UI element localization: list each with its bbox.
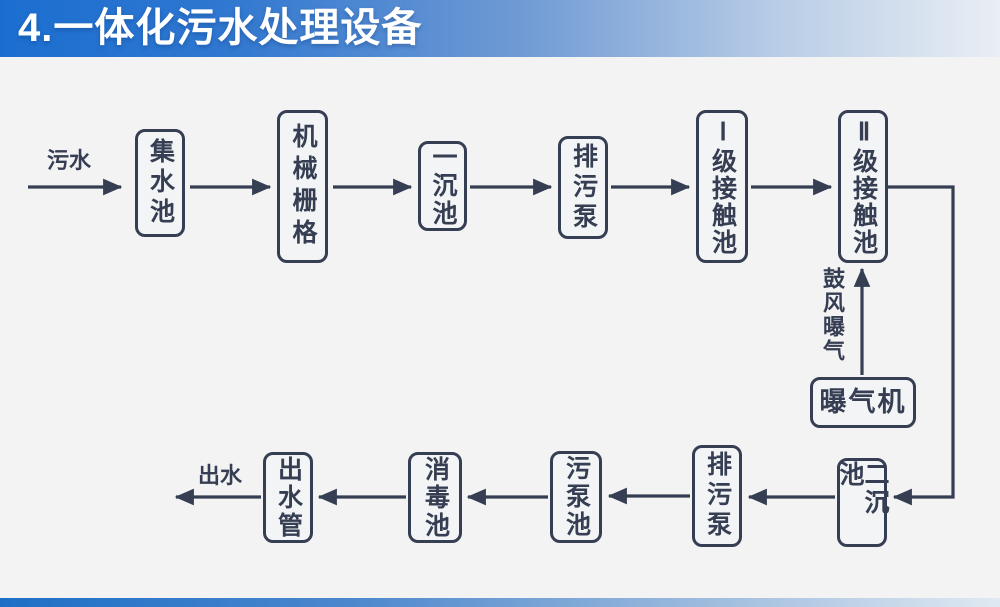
- label-outflow: 出水: [198, 463, 243, 488]
- node-label: 二沉池: [836, 461, 889, 517]
- arrow-stage2-to-secondary: [888, 185, 955, 506]
- node-label: 排污泵: [569, 142, 598, 233]
- node-secondary-sedimentation-tank: 二沉池: [836, 458, 889, 547]
- node-label: 集水池: [146, 138, 175, 228]
- node-primary-sedimentation-tank: 一沉池: [418, 141, 467, 231]
- node-label: Ⅰ级接触池: [708, 117, 737, 256]
- node-mechanical-grid: 机械栅格: [277, 110, 328, 263]
- label-inflow: 污水: [47, 148, 92, 173]
- node-outlet-pipe: 出水管: [263, 452, 313, 543]
- node-aerator: 曝气机: [810, 377, 916, 428]
- node-label: 消毒池: [421, 455, 450, 540]
- node-label: 曝气机: [819, 387, 907, 417]
- node-label: 污泵池: [562, 455, 591, 539]
- node-label: 出水管: [274, 455, 303, 540]
- node-sewage-pump-tank: 污泵池: [550, 451, 602, 543]
- header-bar: 4.一体化污水处理设备: [0, 0, 1000, 57]
- node-stage-2-contact-tank: Ⅱ级接触池: [838, 110, 888, 263]
- node-label: 一沉池: [429, 144, 457, 228]
- node-stage-1-contact-tank: Ⅰ级接触池: [696, 110, 748, 263]
- node-label: 机械栅格: [289, 122, 317, 251]
- node-sewage-pump-top: 排污泵: [558, 136, 608, 239]
- footer-accent-bar: [0, 598, 1000, 607]
- page-title: 4.一体化污水处理设备: [18, 6, 423, 50]
- node-sewage-pump-bottom: 排污泵: [692, 445, 742, 547]
- node-label: Ⅱ级接触池: [849, 117, 878, 256]
- label-blast-aeration: 鼓风曝气: [820, 267, 845, 363]
- node-collection-tank: 集水池: [135, 129, 185, 237]
- node-label: 排污泵: [703, 451, 732, 541]
- node-disinfection-tank: 消毒池: [408, 452, 462, 543]
